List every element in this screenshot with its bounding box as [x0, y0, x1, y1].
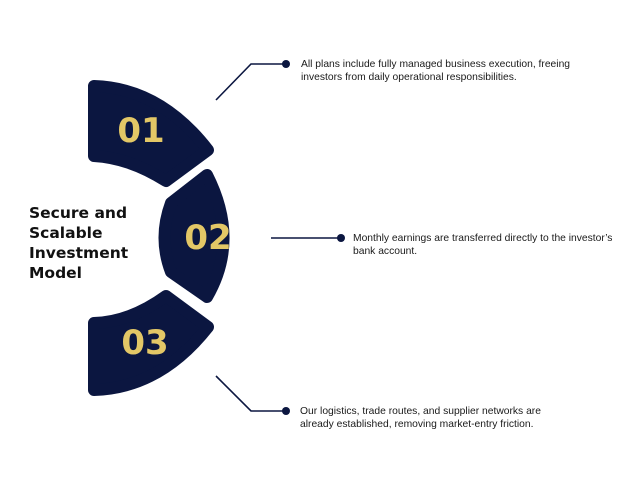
step-number-02: 02 [184, 218, 231, 258]
title-line: Model [29, 264, 82, 282]
title-line: Scalable [29, 224, 103, 242]
step-number-01: 01 [117, 111, 164, 151]
connector-dot-01 [282, 60, 290, 68]
connector-dot-02 [337, 234, 345, 242]
title-line: Investment [29, 244, 129, 262]
diagram-title: Secure and Scalable Investment Model [29, 203, 149, 283]
step-description-01: All plans include fully managed business… [301, 59, 571, 83]
step-description-02: Monthly earnings are transferred directl… [353, 233, 613, 257]
connector-dot-03 [282, 407, 290, 415]
connector-01 [215, 63, 286, 101]
title-line: Secure and [29, 204, 128, 222]
connector-03 [215, 375, 286, 412]
segment-02 [158, 169, 230, 303]
step-description-03: Our logistics, trade routes, and supplie… [300, 406, 541, 430]
segment-01 [88, 80, 214, 187]
step-number-03: 03 [121, 323, 168, 363]
segment-03 [88, 290, 214, 396]
